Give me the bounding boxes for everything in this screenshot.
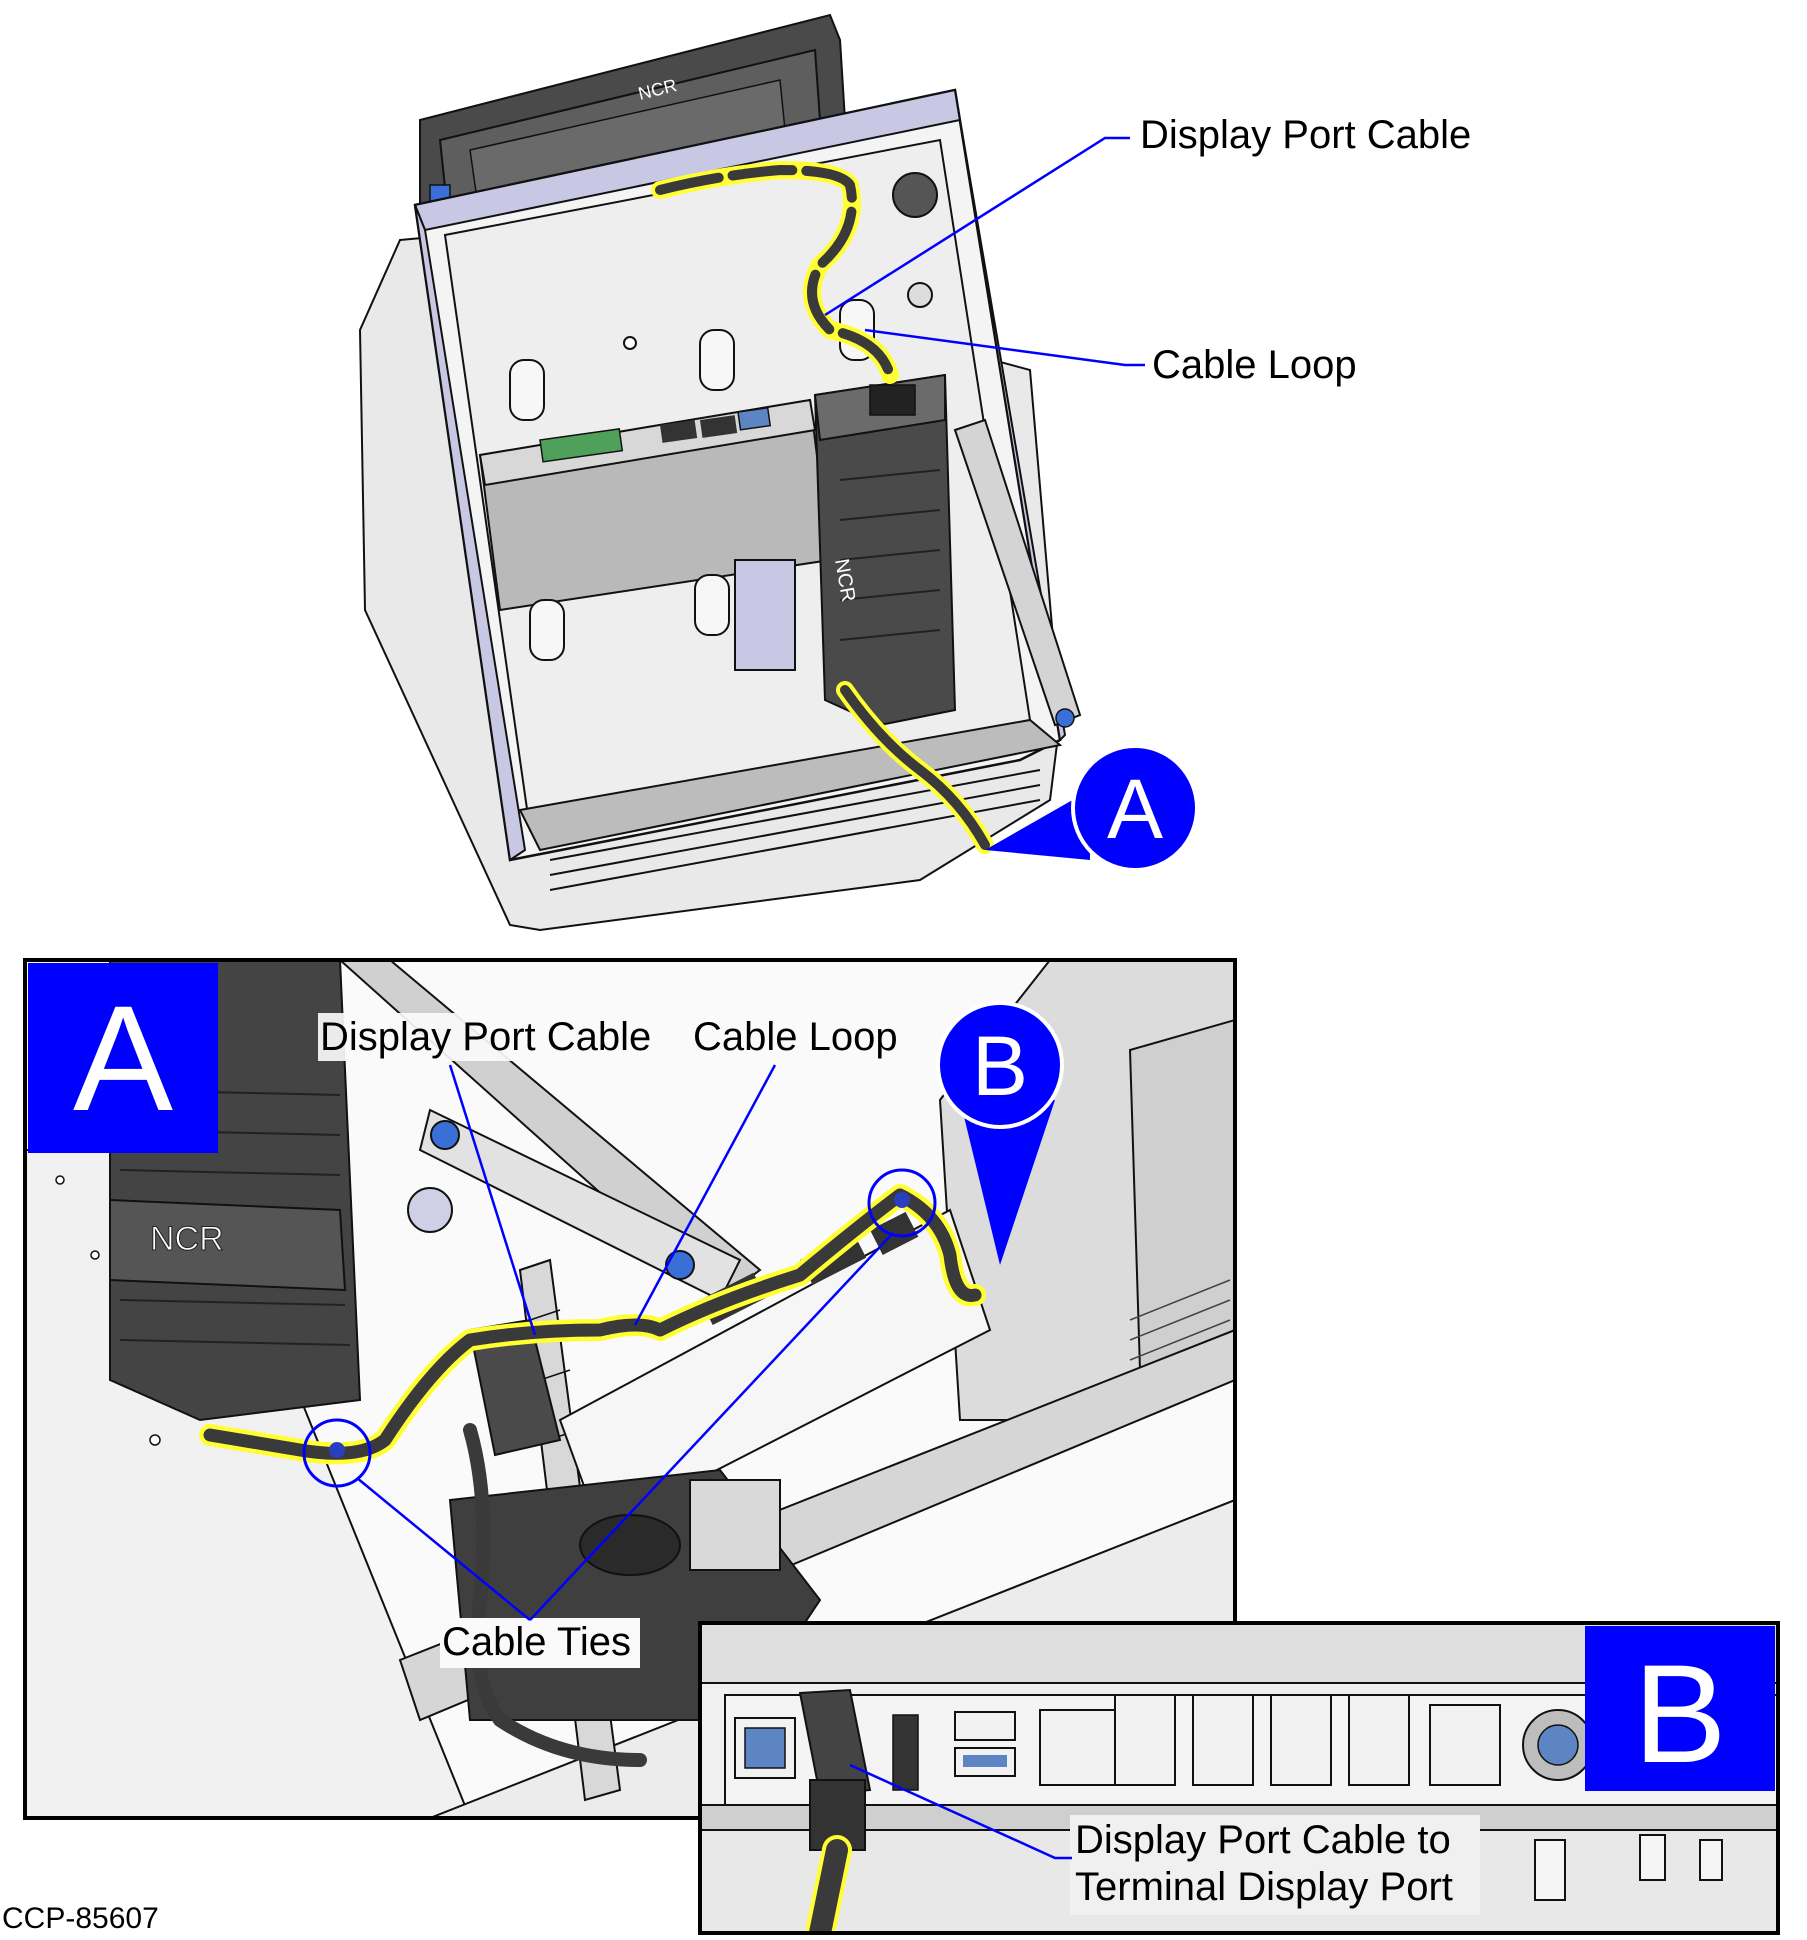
display-port-jack	[734, 1717, 796, 1779]
usb-stack-ports	[1114, 1694, 1410, 1786]
cable-tie-marker-2	[867, 1168, 937, 1238]
callout-line-main-display-port	[824, 136, 1130, 317]
label-b-line1: Display Port Cable to	[1075, 1818, 1451, 1862]
lan-port	[1429, 1704, 1501, 1786]
figure-id: CCP-85607	[2, 1902, 159, 1935]
callout-line-a-cable-loop	[633, 1064, 777, 1326]
pointer-b-letter: B	[972, 1019, 1028, 1113]
cable-tie-marker-1	[302, 1418, 372, 1488]
pointer-a-letter: A	[1107, 762, 1163, 856]
usb-ports	[954, 1711, 1016, 1777]
label-b-line2: Terminal Display Port	[1075, 1865, 1453, 1909]
detail-b-panel: B Display Port Cable to Terminal Display…	[698, 1621, 1780, 1935]
detail-b-letter: B	[1633, 1635, 1726, 1792]
detail-b-badge: B	[1585, 1626, 1775, 1792]
label-a-display-port-cable: Display Port Cable	[320, 1015, 651, 1059]
label-a-cable-loop: Cable Loop	[693, 1015, 898, 1059]
callout-line-b-display-port	[849, 1763, 1072, 1860]
callout-line-main-cable-loop	[864, 328, 1145, 367]
callout-line-a-cable-tie-1	[356, 1477, 531, 1621]
callout-line-a-display-port	[448, 1064, 537, 1336]
display-port-cable-overview	[651, 161, 994, 854]
cable-clips-overview	[509, 299, 875, 661]
ncr-logo-detail-a: NCR	[150, 1220, 224, 1258]
pointer-badge-a: A	[985, 744, 1199, 872]
terminal-overview: NCR	[358, 13, 1471, 932]
detail-a-letter: A	[73, 974, 173, 1142]
callout-line-a-cable-tie-2	[529, 1232, 894, 1621]
detail-a-badge: A	[28, 963, 218, 1153]
pointer-badge-b: B	[936, 1001, 1064, 1265]
label-main-display-port-cable: Display Port Cable	[1140, 113, 1471, 157]
label-a-cable-ties: Cable Ties	[442, 1620, 631, 1664]
com-port	[1039, 1709, 1126, 1786]
label-main-cable-loop: Cable Loop	[1152, 343, 1357, 387]
